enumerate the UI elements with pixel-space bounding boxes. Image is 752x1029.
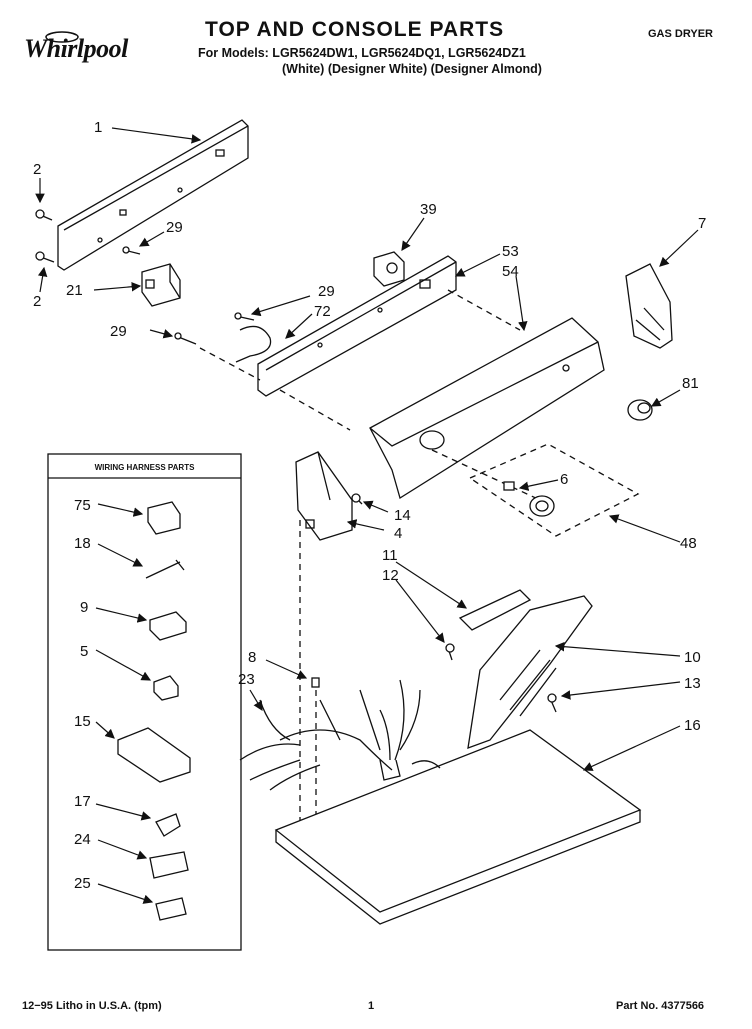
callout-13: 13 <box>684 675 701 692</box>
whirlpool-logo <box>20 27 170 75</box>
console-panel-part-54 <box>369 317 605 500</box>
page-number: 1 <box>368 1000 375 1012</box>
callout-16: 16 <box>684 717 701 734</box>
callout-29: 29 <box>318 283 335 300</box>
knob-part-81 <box>627 399 653 421</box>
callout-17: 17 <box>74 793 91 810</box>
end-cap-part-7 <box>625 263 673 349</box>
brand-name: Whirlpool <box>24 34 128 63</box>
litho-note: 12−95 Litho in U.S.A. (tpm) <box>22 1000 162 1012</box>
callout-54: 54 <box>502 263 519 280</box>
callout-23: 23 <box>238 671 255 688</box>
callout-53: 53 <box>502 243 519 260</box>
callout-2: 2 <box>33 293 41 310</box>
callout-10: 10 <box>684 649 701 666</box>
callout-18: 18 <box>74 535 91 552</box>
callout-6: 6 <box>560 471 568 488</box>
model-list: For Models: LGR5624DW1, LGR5624DQ1, LGR5… <box>198 46 526 60</box>
callout-29: 29 <box>166 219 183 236</box>
console-bracket-part-53 <box>257 255 457 397</box>
screw-part-2 <box>35 209 55 263</box>
callout-7: 7 <box>698 215 706 232</box>
lint-duct-part-10 <box>467 595 593 749</box>
callout-11: 11 <box>382 547 398 564</box>
callout-1: 1 <box>94 119 102 136</box>
callout-48: 48 <box>680 535 697 552</box>
color-list: (White) (Designer White) (Designer Almon… <box>282 62 542 76</box>
clip-part-21 <box>141 263 181 307</box>
callout-75: 75 <box>74 497 91 514</box>
callout-24: 24 <box>74 831 91 848</box>
switch-part-39 <box>373 251 405 287</box>
callout-12: 12 <box>382 567 399 584</box>
harness-box-title: WIRING HARNESS PARTS <box>94 463 195 472</box>
page-title: TOP AND CONSOLE PARTS <box>205 18 505 41</box>
harness-parts-box <box>47 453 242 951</box>
callout-15: 15 <box>74 713 91 730</box>
end-cap-part-4 <box>295 451 353 541</box>
callout-14: 14 <box>394 507 411 524</box>
callout-72: 72 <box>314 303 331 320</box>
callout-4: 4 <box>394 525 402 542</box>
dryer-top-part-16 <box>274 729 642 925</box>
callout-29: 29 <box>110 323 127 340</box>
product-type: GAS DRYER <box>648 28 713 40</box>
callout-2: 2 <box>33 161 41 178</box>
callout-25: 25 <box>74 875 91 892</box>
rear-panel-part <box>57 119 249 271</box>
part-number: Part No. 4377566 <box>616 1000 705 1012</box>
callout-5: 5 <box>80 643 88 660</box>
callout-81: 81 <box>682 375 699 392</box>
callout-39: 39 <box>420 201 437 218</box>
wire-harness-part-23 <box>239 679 421 791</box>
callout-21: 21 <box>66 282 83 299</box>
callout-8: 8 <box>248 649 256 666</box>
callout-9: 9 <box>80 599 88 616</box>
